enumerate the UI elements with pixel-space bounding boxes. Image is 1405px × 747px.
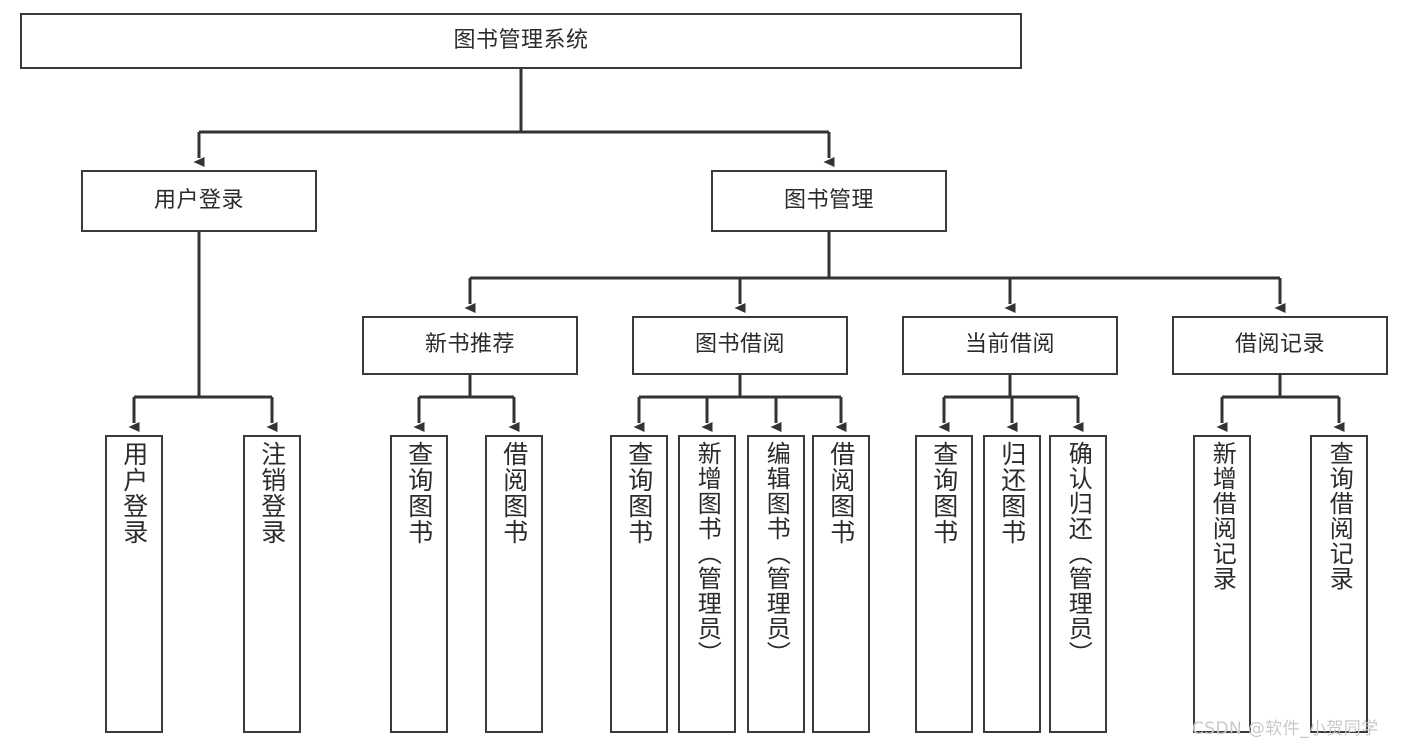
node-leaf-logout: 注销登录 (243, 435, 301, 733)
node-label: 新书推荐 (424, 332, 515, 358)
node-leaf-query-record: 查询借阅记录 (1310, 435, 1368, 733)
node-book-borrow: 图书借阅 (632, 316, 848, 375)
node-leaf-add-book: 新增图书（管理员） (678, 435, 736, 733)
node-leaf-borrow-book-2: 借阅图书 (812, 435, 870, 733)
node-leaf-user-login: 用户登录 (105, 435, 163, 733)
node-leaf-confirm-return: 确认归还（管理员） (1049, 435, 1107, 733)
node-leaf-query-book-3: 查询图书 (915, 435, 973, 733)
node-label: 图书借阅 (694, 332, 785, 358)
node-label: 新增借阅记录 (1208, 441, 1237, 591)
node-label: 确认归还（管理员） (1064, 441, 1093, 666)
node-label: 新增图书（管理员） (693, 441, 722, 666)
node-label: 查询图书 (404, 441, 434, 545)
node-label: 注销登录 (257, 441, 287, 545)
node-label: 借阅记录 (1234, 332, 1325, 358)
node-current-borrow: 当前借阅 (902, 316, 1118, 375)
node-label: 编辑图书（管理员） (762, 441, 791, 666)
node-label: 图书管理 (783, 187, 874, 213)
node-leaf-borrow-book-1: 借阅图书 (485, 435, 543, 733)
node-leaf-query-book-1: 查询图书 (390, 435, 448, 733)
node-label: 借阅图书 (499, 441, 529, 545)
node-label: 当前借阅 (964, 332, 1055, 358)
node-leaf-add-record: 新增借阅记录 (1193, 435, 1251, 733)
node-label: 用户登录 (119, 441, 149, 545)
node-label: 借阅图书 (826, 441, 856, 545)
node-user-login: 用户登录 (81, 170, 317, 232)
node-label: 查询图书 (624, 441, 654, 545)
node-new-book-rec: 新书推荐 (362, 316, 578, 375)
node-label: 图书管理系统 (453, 27, 589, 53)
node-label: 用户登录 (153, 187, 244, 213)
node-leaf-edit-book: 编辑图书（管理员） (747, 435, 805, 733)
node-leaf-query-book-2: 查询图书 (610, 435, 668, 733)
node-leaf-return-book: 归还图书 (983, 435, 1041, 733)
node-borrow-record: 借阅记录 (1172, 316, 1388, 375)
node-root: 图书管理系统 (20, 13, 1022, 69)
node-label: 归还图书 (997, 441, 1027, 545)
node-label: 查询图书 (929, 441, 959, 545)
node-book-manage: 图书管理 (711, 170, 947, 232)
node-label: 查询借阅记录 (1325, 441, 1354, 591)
